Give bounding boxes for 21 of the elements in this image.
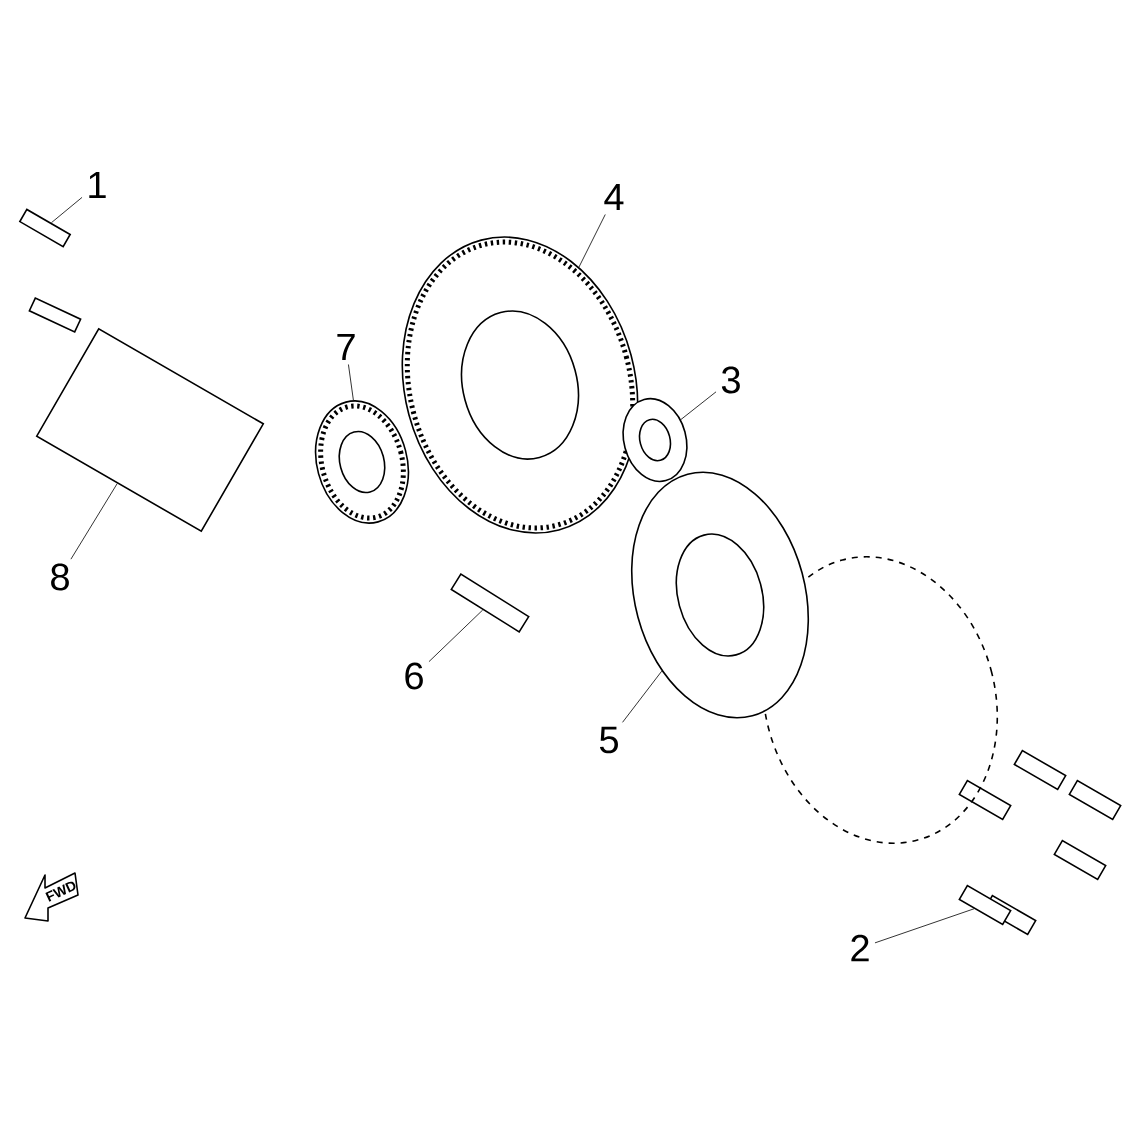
clutch-drawing — [630, 471, 810, 719]
direction-label: FWD — [45, 881, 76, 902]
leader-line — [348, 364, 354, 401]
callout-number: 5 — [599, 726, 618, 754]
callout-number: 8 — [51, 563, 69, 591]
leader-line — [70, 483, 118, 560]
callout-number: 1 — [89, 171, 106, 199]
pin-drawing — [450, 573, 530, 633]
leader-line — [874, 908, 975, 944]
leader-line — [578, 214, 606, 268]
leader-line — [51, 197, 83, 224]
callout-number: 2 — [851, 934, 869, 962]
leader-line — [680, 391, 717, 420]
bolt-drawing — [958, 884, 1012, 926]
callout-number: 7 — [337, 333, 355, 361]
callout-number: 4 — [604, 183, 624, 211]
callout-number: 6 — [405, 662, 423, 690]
leader-line — [622, 670, 663, 723]
leader-line — [428, 609, 484, 663]
callout-number: 3 — [721, 366, 740, 394]
bearing-drawing — [622, 397, 688, 483]
